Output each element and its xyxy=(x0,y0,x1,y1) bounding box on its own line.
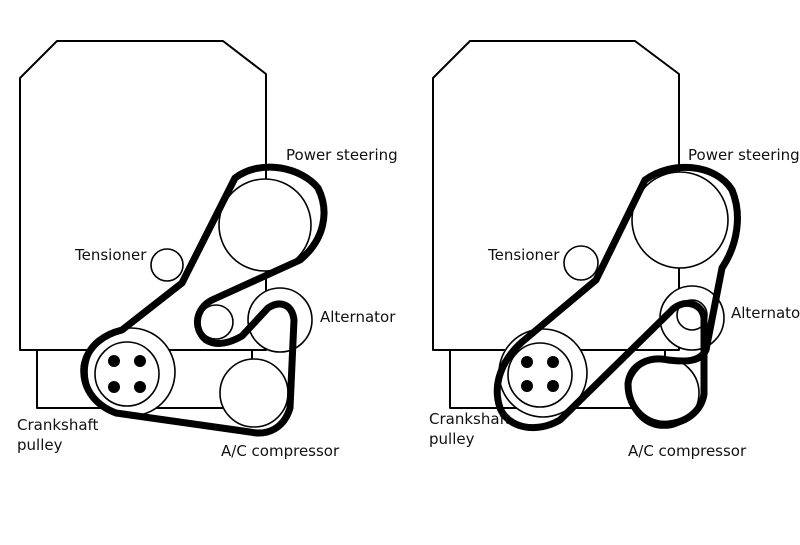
label-power-steering: Power steering xyxy=(688,146,800,164)
crankshaft-hub xyxy=(94,341,160,407)
label-ac-compressor: A/C compressor xyxy=(221,442,340,460)
bolt xyxy=(547,380,559,392)
engine-block xyxy=(19,40,267,351)
belt-diagram-right: Power steering Tensioner Alternato Crank… xyxy=(429,40,800,460)
serpentine-belt xyxy=(80,163,328,437)
bolt xyxy=(108,355,120,367)
power-steering-pulley xyxy=(218,178,312,272)
label-alternator: Alternato xyxy=(731,304,800,322)
label-crankshaft-line1: Crankshaft xyxy=(17,416,99,434)
belt-diagram-left: Power steering Tensioner Alternator Cran… xyxy=(17,40,398,460)
crankshaft-hub xyxy=(507,342,573,408)
label-ac-compressor: A/C compressor xyxy=(628,442,747,460)
bolt xyxy=(134,355,146,367)
bolt xyxy=(521,356,533,368)
bolt xyxy=(521,380,533,392)
label-crankshaft-line2: pulley xyxy=(429,430,475,448)
bolt xyxy=(547,356,559,368)
label-tensioner: Tensioner xyxy=(487,246,560,264)
label-crankshaft-line2: pulley xyxy=(17,436,63,454)
tensioner-pulley xyxy=(150,248,184,282)
power-steering-pulley xyxy=(631,171,729,269)
bolt xyxy=(134,381,146,393)
tensioner-pulley xyxy=(563,245,599,281)
engine-block xyxy=(432,40,680,351)
ac-compressor-pulley xyxy=(219,358,289,428)
label-power-steering: Power steering xyxy=(286,146,398,164)
bolt xyxy=(108,381,120,393)
serpentine-belt xyxy=(493,163,741,432)
label-alternator: Alternator xyxy=(320,308,396,326)
label-crankshaft-line1: Crankshaft xyxy=(429,410,511,428)
label-tensioner: Tensioner xyxy=(74,246,147,264)
